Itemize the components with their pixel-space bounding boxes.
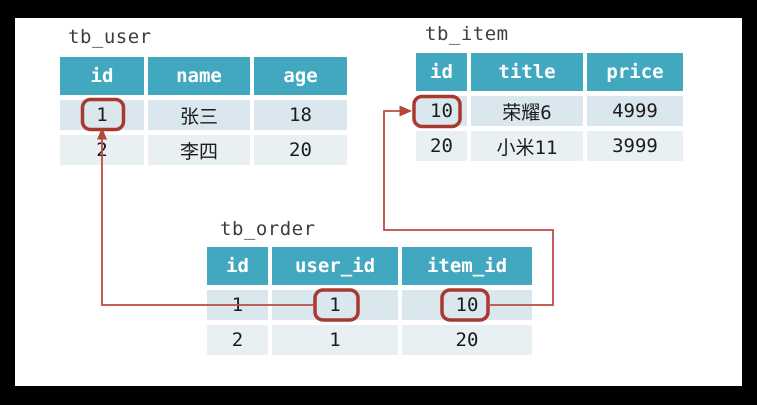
column-header: item_id	[402, 247, 532, 285]
table-title-tb-item: tb_item	[425, 23, 509, 45]
table-cell: 1	[272, 290, 398, 320]
table-cell: 20	[254, 135, 347, 165]
table-tb-order: id user_id item_id 1 1 10 2 1 20	[207, 247, 532, 355]
table-cell: 2	[60, 135, 144, 165]
table-cell: 3999	[587, 131, 683, 161]
column-header: id	[60, 57, 144, 95]
table-cell: 小米11	[471, 131, 583, 161]
column-header: price	[587, 53, 683, 91]
table-cell: 荣耀6	[471, 96, 583, 126]
table-cell: 20	[416, 131, 467, 161]
table-cell: 1	[60, 100, 144, 130]
table-tb-item: id title price 10 荣耀6 4999 20 小米11 3999	[416, 53, 683, 161]
column-header: name	[148, 57, 250, 95]
table-cell: 张三	[148, 100, 250, 130]
table-cell: 10	[416, 96, 467, 126]
column-header: id	[207, 247, 268, 285]
table-tb-user: id name age 1 张三 18 2 李四 20	[60, 57, 347, 165]
table-cell: 18	[254, 100, 347, 130]
table-title-tb-user: tb_user	[68, 26, 152, 48]
column-header: id	[416, 53, 467, 91]
table-cell: 4999	[587, 96, 683, 126]
table-cell: 2	[207, 325, 268, 355]
table-cell: 10	[402, 290, 532, 320]
table-cell: 20	[402, 325, 532, 355]
table-cell: 李四	[148, 135, 250, 165]
column-header: age	[254, 57, 347, 95]
table-cell: 1	[272, 325, 398, 355]
column-header: title	[471, 53, 583, 91]
table-title-tb-order: tb_order	[220, 218, 316, 240]
table-cell: 1	[207, 290, 268, 320]
column-header: user_id	[272, 247, 398, 285]
